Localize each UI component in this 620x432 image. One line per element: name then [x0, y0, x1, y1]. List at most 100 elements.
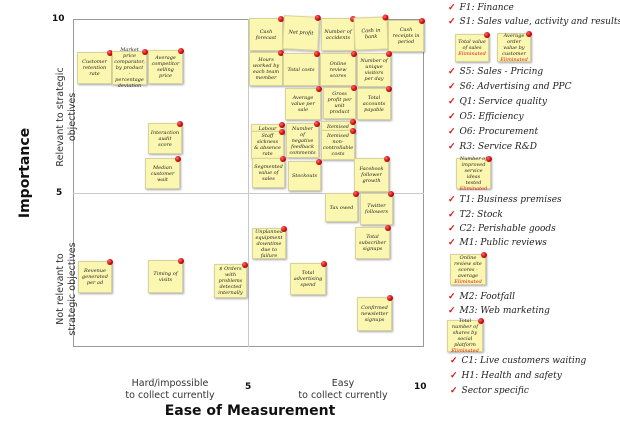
- sticky-note[interactable]: Confirmed newsletter signups: [357, 295, 395, 335]
- pin-icon: [484, 32, 490, 38]
- note-text: Average value per sale: [291, 95, 315, 113]
- pin-icon: [351, 51, 357, 57]
- pin-icon: [526, 31, 532, 37]
- sticky-note[interactable]: Median customer wait: [145, 156, 181, 189]
- pin-icon: [316, 159, 322, 165]
- legend-item: ✓C2: Perishable goods: [448, 224, 556, 234]
- sticky-note[interactable]: Unplanned equipment downtime due to fail…: [252, 226, 287, 259]
- sticky-note[interactable]: Cash in bank: [353, 14, 389, 51]
- legend-label: S1: Sales value, activity and results: [459, 17, 620, 27]
- legend-item: ✓S6: Advertising and PPC: [448, 82, 572, 92]
- sticky-note[interactable]: Twitter followers: [360, 191, 396, 229]
- check-icon: ✓: [448, 97, 456, 107]
- sticky-note[interactable]: $ Orders with problems detected internal…: [214, 262, 248, 298]
- legend-label: C2: Perishable goods: [459, 224, 556, 234]
- pin-icon: [314, 51, 320, 57]
- pin-icon: [316, 86, 322, 92]
- pin-icon: [481, 252, 487, 258]
- note-text: Staff sickness & absence rate: [254, 133, 281, 157]
- check-icon: ✓: [448, 306, 456, 316]
- sticky-note[interactable]: Total costs: [283, 51, 320, 86]
- sticky-note[interactable]: Total subscriber signups: [355, 225, 391, 259]
- pin-icon: [350, 128, 356, 134]
- note-text: Confirmed newsletter signups: [361, 305, 388, 323]
- x-sublabel-easy: Easy to collect currently: [283, 378, 403, 402]
- check-icon: ✓: [448, 238, 456, 248]
- pin-icon: [353, 191, 359, 197]
- x-sublabel-easy-line2: to collect currently: [298, 390, 388, 401]
- check-icon: ✓: [448, 82, 456, 92]
- legend-item: ✓Q1: Service quality: [448, 97, 547, 107]
- sticky-note[interactable]: Segmented value of sales: [252, 156, 286, 188]
- pin-icon: [419, 18, 425, 24]
- sticky-note[interactable]: Hours worked by each team member: [249, 50, 286, 90]
- note-text: Itemised non-controllable costs: [322, 133, 354, 157]
- pin-icon: [314, 121, 320, 127]
- pin-icon: [350, 119, 356, 125]
- sticky-note[interactable]: Number of negative feedback comments: [286, 121, 320, 158]
- sticky-note[interactable]: Revenue generated per ad: [78, 259, 113, 293]
- sticky-note[interactable]: Itemised non-controllable costs: [321, 128, 356, 160]
- eliminated-tag: Eliminated: [459, 185, 488, 192]
- sticky-note[interactable]: Total advertising spend: [290, 261, 327, 295]
- pin-icon: [177, 121, 183, 127]
- note-text: Average competitor selling price: [151, 55, 180, 79]
- note-text: Total number of shares by social platfor…: [451, 318, 479, 348]
- legend-label: S5: Sales - Pricing: [459, 67, 544, 77]
- sticky-note[interactable]: Stockouts: [288, 159, 322, 191]
- legend-item: ✓Sector specific: [450, 386, 529, 396]
- note-text: $ Orders with problems detected internal…: [218, 266, 243, 296]
- check-icon: ✓: [450, 386, 458, 396]
- sticky-note[interactable]: Average competitor selling price: [148, 48, 186, 88]
- pin-icon: [175, 156, 181, 162]
- note-text: Interaction audit score: [150, 129, 180, 148]
- note-text: Market price comparator, by product - pe…: [114, 47, 145, 89]
- sticky-note[interactable]: Interaction audit score: [148, 121, 183, 154]
- check-icon: ✓: [448, 3, 456, 13]
- sticky-note[interactable]: Number of accidents: [321, 16, 356, 51]
- sticky-note[interactable]: Facebook follower growth: [354, 156, 390, 192]
- pin-icon: [242, 262, 248, 268]
- sticky-note[interactable]: Number of unique visitors per day: [357, 51, 392, 87]
- horizontal-divider: [73, 193, 424, 194]
- legend-item: ✓M3: Web marketing: [448, 306, 550, 316]
- sticky-note[interactable]: Gross profit per unit product: [323, 85, 359, 123]
- pin-icon: [178, 48, 184, 54]
- sticky-note[interactable]: Total accounts payable: [357, 86, 392, 120]
- legend-item: ✓F1: Finance: [448, 3, 514, 13]
- note-text: Total accounts payable: [362, 95, 386, 113]
- y-axis-title: Importance: [17, 127, 33, 219]
- eliminated-tag: Eliminated: [454, 278, 482, 285]
- note-text: Total advertising spend: [293, 270, 323, 288]
- check-icon: ✓: [450, 371, 458, 381]
- legend-label: T2: Stock: [459, 210, 503, 220]
- pin-icon: [142, 49, 148, 55]
- sticky-note[interactable]: Net profit: [282, 14, 321, 51]
- legend-item: ✓S5: Sales - Pricing: [448, 67, 543, 77]
- sticky-note[interactable]: Cash forecast: [249, 16, 284, 51]
- sticky-note[interactable]: Average value per sale: [285, 86, 324, 124]
- eliminated-note[interactable]: Total number of shares by social platfor…: [447, 318, 484, 354]
- legend-item: ✓T2: Stock: [448, 210, 503, 220]
- legend-item: ✓O6: Procurement: [448, 127, 538, 137]
- sticky-note[interactable]: Tax owed: [325, 191, 359, 222]
- pin-icon: [386, 86, 392, 92]
- pin-icon: [278, 50, 284, 56]
- sticky-note[interactable]: Online review scores: [320, 51, 359, 90]
- check-icon: ✓: [448, 67, 456, 77]
- sticky-note[interactable]: Cash receipts in period: [388, 18, 425, 52]
- pin-icon: [388, 191, 394, 197]
- sticky-note[interactable]: Staff sickness & absence rate: [251, 129, 285, 159]
- note-text: Median customer wait: [150, 164, 175, 183]
- x-axis-title: Ease of Measurement: [164, 403, 336, 419]
- sticky-note[interactable]: Timing of visits: [148, 258, 184, 293]
- sticky-note[interactable]: Customer retention rate: [77, 50, 113, 84]
- legend-label: T1: Business premises: [459, 195, 562, 205]
- sticky-note[interactable]: Market price comparator, by product - pe…: [112, 47, 150, 89]
- legend-label: H1: Health and safety: [461, 371, 562, 381]
